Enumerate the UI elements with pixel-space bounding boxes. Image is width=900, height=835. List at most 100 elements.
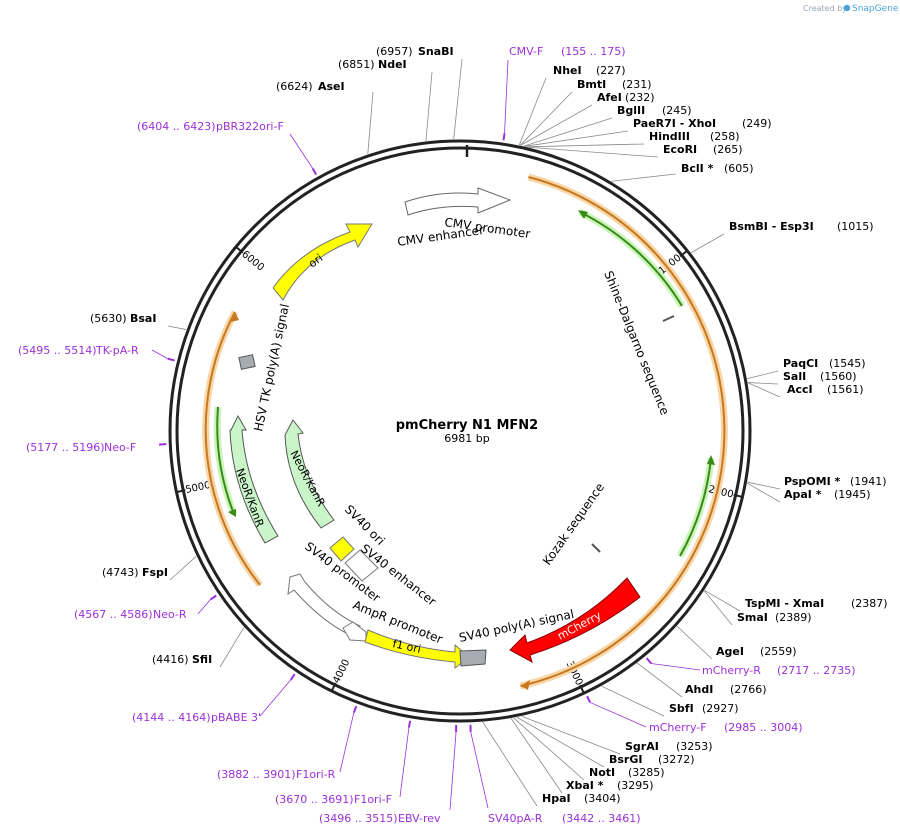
tick-label-5000: 5000 <box>185 480 212 496</box>
site-bcli[interactable]: BclI *(605) <box>681 162 754 175</box>
site-fspi[interactable]: (4743)FspI <box>102 566 168 579</box>
site-leader-lines <box>167 58 781 807</box>
primer-mark-5 <box>289 673 296 681</box>
site-leader-17 <box>704 590 741 612</box>
primer-mark-6 <box>352 705 358 714</box>
site-leader-15 <box>747 481 781 490</box>
primer-leader-4 <box>197 599 211 615</box>
hsv-tk-label: HSV TK poly(A) signal <box>251 303 292 433</box>
site-smai[interactable]: SmaI(2389) <box>737 611 812 624</box>
site-leader-4 <box>519 91 573 146</box>
green-arc-right <box>679 457 712 557</box>
site-acci[interactable]: AccI(1561) <box>787 383 864 396</box>
tick-mark-3000 <box>579 684 585 693</box>
site-leader-12 <box>747 370 779 380</box>
site-pspomi[interactable]: PspOMI *(1941) <box>784 475 887 488</box>
primer-leader-0 <box>504 59 509 134</box>
site-leader-25 <box>510 718 563 794</box>
primer-neo-f[interactable]: (5177 .. 5196)Neo-F <box>26 441 136 454</box>
site-bglii[interactable]: BglII(245) <box>617 104 692 117</box>
site-hindiii[interactable]: HindIII(258) <box>649 130 740 143</box>
site-apai[interactable]: ApaI *(1945) <box>784 488 871 501</box>
site-leader-0 <box>453 58 463 140</box>
site-leader-6 <box>523 117 613 147</box>
site-sgrai[interactable]: SgrAI(3253) <box>625 740 713 753</box>
green-arc-left-head <box>228 509 236 517</box>
site-sfii[interactable]: (4416)SfiI <box>152 653 212 666</box>
primer-leader-9 <box>470 731 489 809</box>
primer-leader-2 <box>151 349 168 360</box>
site-leader-20 <box>636 662 683 698</box>
primer-f1ori-f[interactable]: (3670 .. 3691)F1ori-F <box>275 793 392 806</box>
primer-mcherry-f[interactable]: mCherry-F(2985 .. 3004) <box>649 721 803 734</box>
primer-mark-7 <box>407 720 412 728</box>
primer-pbabe-3[interactable]: (4144 .. 4164)pBABE 3' <box>132 711 261 724</box>
site-leader-5 <box>520 104 593 146</box>
tick-mark-5000 <box>177 489 186 493</box>
feature-arc-right-head <box>520 680 530 690</box>
site-noti[interactable]: NotI(3285) <box>589 766 665 779</box>
shine-dalgarno-label: Shine-Dalgarno sequence <box>601 269 672 417</box>
backbone-inner-ring <box>175 146 745 716</box>
site-afei[interactable]: AfeI(232) <box>597 91 655 104</box>
site-leader-7 <box>524 130 629 147</box>
primer-leader-lines <box>151 59 701 811</box>
site-leader-27 <box>219 627 245 668</box>
primer-pbr322ori-f[interactable]: (6404 .. 6423)pBR322ori-F <box>137 120 284 133</box>
site-ndei[interactable]: (6851)NdeI <box>338 58 407 71</box>
site-bmti[interactable]: BmtI(231) <box>577 78 652 91</box>
credit-brand: SnapGene <box>852 4 899 14</box>
site-paer7i-xhoi[interactable]: PaeR7I - XhoI(249) <box>633 117 772 130</box>
cmv-enhancer-label: CMV enhancer <box>396 223 484 249</box>
site-leader-2 <box>367 91 374 154</box>
site-leader-19 <box>676 625 713 660</box>
primer-leader-5 <box>259 679 292 717</box>
neor-outer-arrow <box>229 414 279 544</box>
primer-leader-6 <box>339 712 355 773</box>
site-bsrgi[interactable]: BsrGI(3272) <box>609 753 695 766</box>
primer-neo-r[interactable]: (4567 .. 4586)Neo-R <box>74 608 187 621</box>
sv40-polya-box <box>459 649 487 667</box>
primer-mark-10 <box>645 657 652 665</box>
green-arc-right-shadow <box>676 457 715 558</box>
primer-leader-11 <box>589 702 647 728</box>
tick-label-4000: 4000 <box>331 658 352 686</box>
primer-ebv-rev[interactable]: (3496 .. 3515)EBV-rev <box>319 812 441 825</box>
site-leader-22 <box>521 715 621 755</box>
site-leader-18 <box>704 590 733 626</box>
primer-cmv-f[interactable]: CMV-F(155 .. 175) <box>509 45 626 58</box>
site-snabi[interactable]: (6957)SnaBI <box>376 45 454 58</box>
site-paqci[interactable]: PaqCI(1545) <box>783 357 866 370</box>
site-xbai[interactable]: XbaI *(3295) <box>566 779 654 792</box>
site-bsmbi-esp3i[interactable]: BsmBI - Esp3I(1015) <box>729 220 874 233</box>
tick-mark-4000 <box>331 682 337 691</box>
site-nhei[interactable]: NheI(227) <box>553 64 626 77</box>
site-bsai[interactable]: (5630)BsaI <box>90 312 156 325</box>
primer-f1ori-r[interactable]: (3882 .. 3901)F1ori-R <box>217 768 336 781</box>
f1-ori-label: f1 ori <box>391 637 422 656</box>
site-ahdi[interactable]: AhdI(2766) <box>685 683 767 696</box>
site-hpai[interactable]: HpaI(3404) <box>542 792 621 805</box>
site-sali[interactable]: SalI(1560) <box>783 370 857 383</box>
site-tspmi-xmai[interactable]: TspMI - XmaI(2387) <box>745 597 888 610</box>
site-asei[interactable]: (6624)AseI <box>276 80 345 93</box>
snapgene-logo-icon <box>843 4 851 12</box>
primer-sv40pa-r[interactable]: SV40pA-R(3442 .. 3461) <box>488 812 641 825</box>
site-leader-16 <box>747 482 781 503</box>
site-sbfi[interactable]: SbfI(2927) <box>669 702 739 715</box>
feature-arc-right <box>520 176 726 687</box>
site-leader-8 <box>527 143 645 148</box>
primer-mcherry-r[interactable]: mCherry-R(2717 .. 2735) <box>702 664 856 677</box>
site-leader-13 <box>747 382 779 385</box>
sv40-enhancer-box <box>344 549 379 582</box>
primer-mark-4 <box>209 594 217 601</box>
site-agei[interactable]: AgeI(2559) <box>716 645 797 658</box>
primer-tk-pa-r[interactable]: (5495 .. 5514)TK-pA-R <box>18 344 139 357</box>
ampr-promoter-arrow <box>342 621 367 642</box>
site-ecori[interactable]: EcoRI(265) <box>663 143 743 156</box>
credit-created-by: Created by <box>803 4 847 13</box>
primer-leader-7 <box>399 727 410 798</box>
green-arc-right-head <box>707 455 715 465</box>
backbone-outer-ring <box>168 139 752 723</box>
